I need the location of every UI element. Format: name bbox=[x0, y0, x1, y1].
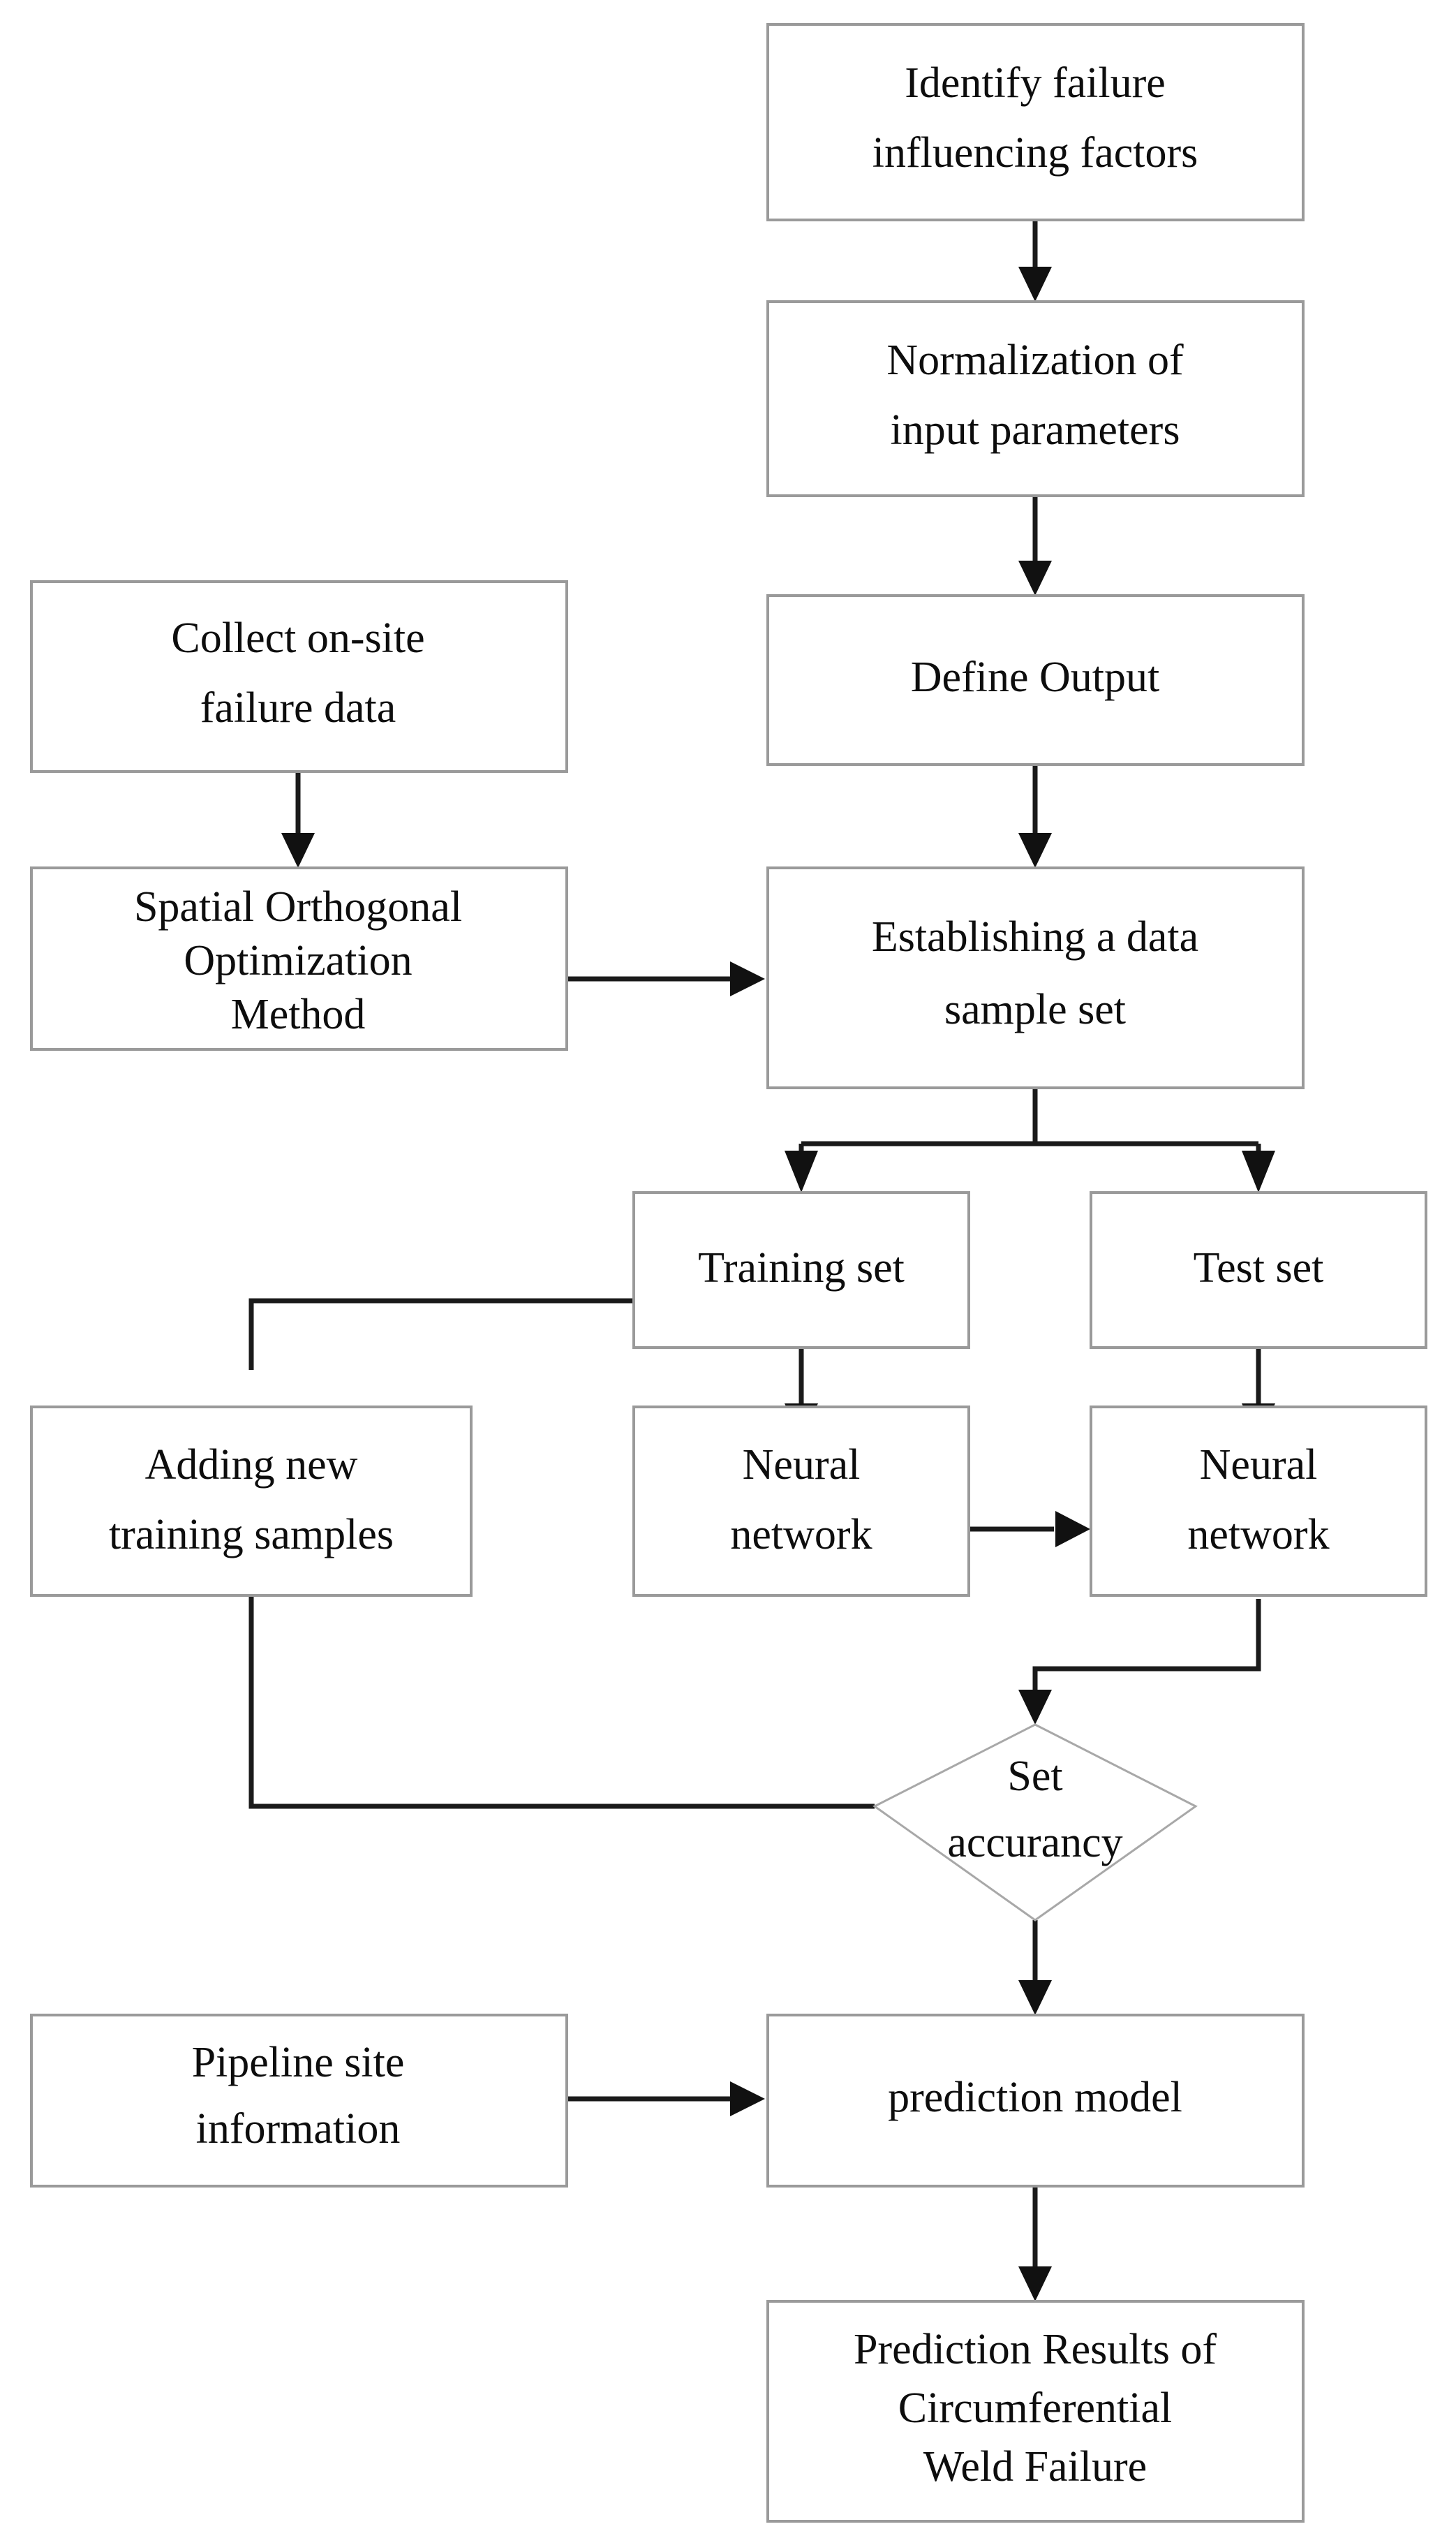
edge-sample-set-split bbox=[785, 1088, 1275, 1193]
edge-neural-network-train-to-test bbox=[970, 1511, 1090, 1547]
node-adding-new-samples[interactable]: Adding new training samples bbox=[30, 1406, 473, 1597]
node-prediction-results-line-2: Circumferential bbox=[898, 2384, 1173, 2432]
node-collect-failure-data-line-1: Collect on-site bbox=[171, 614, 424, 662]
edge-identify-to-normalization bbox=[1018, 220, 1052, 302]
node-pipeline-site-information[interactable]: Pipeline site information bbox=[30, 2014, 568, 2188]
node-adding-new-samples-line-1: Adding new bbox=[145, 1441, 358, 1489]
node-pipeline-site-information-line-2: information bbox=[196, 2105, 401, 2153]
node-pipeline-site-information-line-1: Pipeline site bbox=[192, 2039, 405, 2086]
node-identify-failure-factors[interactable]: Identify failure influencing factors bbox=[766, 23, 1305, 221]
node-prediction-model[interactable]: prediction model bbox=[766, 2014, 1305, 2188]
node-adding-new-samples-line-2: training samples bbox=[109, 1511, 394, 1558]
node-normalization[interactable]: Normalization of input parameters bbox=[766, 300, 1305, 497]
node-establish-sample-set[interactable]: Establishing a data sample set bbox=[766, 866, 1305, 1089]
node-identify-failure-factors-line-1: Identify failure bbox=[905, 59, 1166, 107]
node-set-accurancy-line-2: accurancy bbox=[947, 1819, 1122, 1866]
edge-prediction-model-to-results bbox=[1018, 2185, 1052, 2301]
node-neural-network-test-line-1: Neural bbox=[1200, 1441, 1318, 1489]
edge-pipeline-info-to-prediction-model bbox=[567, 2081, 765, 2116]
node-establish-sample-set-line-2: sample set bbox=[944, 986, 1126, 1033]
node-prediction-results-line-1: Prediction Results of bbox=[854, 2326, 1217, 2373]
node-neural-network-train-line-1: Neural bbox=[743, 1441, 861, 1489]
node-neural-network-test[interactable]: Neural network bbox=[1090, 1406, 1427, 1597]
node-normalization-line-1: Normalization of bbox=[886, 337, 1184, 384]
node-test-set[interactable]: Test set bbox=[1090, 1191, 1427, 1349]
edge-define-output-to-sample-set bbox=[1018, 765, 1052, 868]
node-spatial-orthogonal[interactable]: Spatial Orthogonal Optimization Method bbox=[30, 866, 568, 1051]
node-prediction-results[interactable]: Prediction Results of Circumferential We… bbox=[766, 2300, 1305, 2523]
node-training-set-label: Training set bbox=[698, 1244, 905, 1292]
edge-normalization-to-define-output bbox=[1018, 496, 1052, 596]
node-test-set-label: Test set bbox=[1194, 1244, 1324, 1292]
node-prediction-results-line-3: Weld Failure bbox=[923, 2443, 1147, 2491]
edge-collect-to-spatial-orthogonal bbox=[281, 772, 315, 868]
node-spatial-orthogonal-line-1: Spatial Orthogonal bbox=[134, 883, 462, 931]
node-prediction-model-label: prediction model bbox=[888, 2074, 1182, 2121]
node-neural-network-test-line-2: network bbox=[1187, 1511, 1329, 1558]
node-establish-sample-set-line-1: Establishing a data bbox=[872, 913, 1198, 961]
edge-neural-network-test-to-set-accurancy bbox=[1018, 1599, 1261, 1725]
node-identify-failure-factors-line-2: influencing factors bbox=[872, 129, 1198, 177]
node-define-output[interactable]: Define Output bbox=[766, 594, 1305, 766]
node-set-accurancy[interactable]: Set accurancy bbox=[872, 1723, 1198, 1921]
node-training-set[interactable]: Training set bbox=[632, 1191, 970, 1349]
node-normalization-line-2: input parameters bbox=[891, 406, 1180, 454]
node-define-output-label: Define Output bbox=[911, 654, 1159, 701]
edge-spatial-orthogonal-to-sample-set bbox=[567, 961, 765, 996]
node-neural-network-train-line-2: network bbox=[730, 1511, 872, 1558]
node-collect-failure-data-line-2: failure data bbox=[200, 684, 396, 732]
node-spatial-orthogonal-line-2: Optimization bbox=[184, 937, 412, 984]
node-set-accurancy-line-1: Set bbox=[1007, 1753, 1062, 1800]
node-neural-network-train[interactable]: Neural network bbox=[632, 1406, 970, 1597]
edge-set-accurancy-to-prediction-model bbox=[1018, 1920, 1052, 2015]
node-spatial-orthogonal-line-3: Method bbox=[231, 991, 366, 1038]
node-collect-failure-data[interactable]: Collect on-site failure data bbox=[30, 580, 568, 773]
